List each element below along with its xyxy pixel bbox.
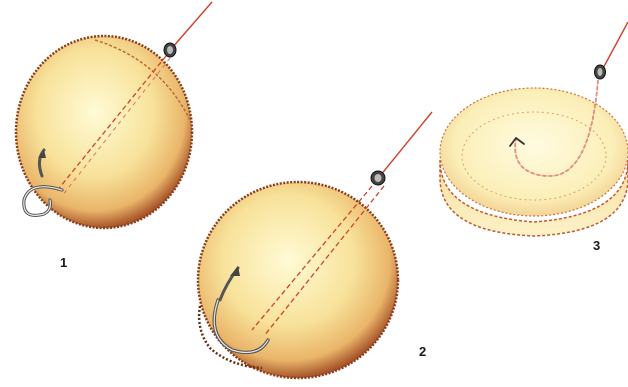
swivel-icon — [595, 65, 606, 79]
figure-label-2: 2 — [419, 344, 426, 359]
figure-label-1: 1 — [60, 255, 67, 270]
swivel-icon — [164, 43, 176, 57]
swivel-icon — [371, 171, 385, 185]
figure-label-3: 3 — [593, 238, 600, 253]
figure-1-boilie-rig — [16, 2, 212, 228]
fishing-line — [601, 22, 628, 72]
disc-top — [440, 88, 628, 216]
fishing-line — [172, 2, 212, 48]
fishing-line — [380, 112, 432, 176]
figure-2-boilie-rig — [198, 112, 432, 378]
figure-3-disc-bait — [440, 22, 628, 236]
